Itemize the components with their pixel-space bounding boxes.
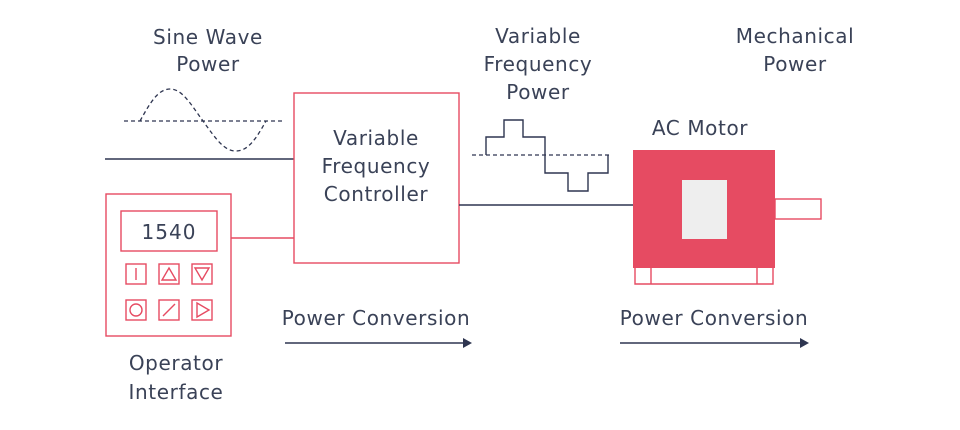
- up-arrow-button[interactable]: [158, 263, 180, 285]
- play-button[interactable]: [191, 299, 213, 321]
- vfp-label-line2: Frequency: [484, 52, 593, 76]
- arrowhead-right-icon: [800, 338, 809, 348]
- triangle-down-icon: [193, 267, 211, 282]
- mechanical-power-label-line1: Mechanical: [736, 24, 855, 48]
- controller-box: [293, 92, 460, 264]
- down-arrow-button[interactable]: [191, 263, 213, 285]
- operator-panel: [105, 193, 232, 337]
- power-conversion-label-left: Power Conversion: [282, 306, 471, 330]
- power-conversion-label-right: Power Conversion: [620, 306, 809, 330]
- pwm-waveform: [485, 119, 609, 192]
- ac-motor-shaft: [774, 198, 822, 220]
- circle-icon: [129, 303, 143, 317]
- operator-interface-label-line2: Interface: [129, 380, 224, 404]
- sine-wave-label-line2: Power: [176, 52, 240, 76]
- triangle-up-icon: [160, 266, 178, 281]
- run-button[interactable]: [125, 263, 147, 285]
- operator-display-value: 1540: [142, 220, 197, 244]
- triangle-right-icon: [196, 301, 211, 319]
- vfp-label-line3: Power: [506, 80, 570, 104]
- ac-motor-base: [634, 268, 774, 285]
- mechanical-power-label-line2: Power: [763, 52, 827, 76]
- arrowhead-left-icon: [463, 338, 472, 348]
- operator-display: [120, 210, 218, 252]
- slash-icon: [162, 303, 176, 317]
- ac-motor-window: [682, 180, 727, 239]
- controller-label-line1: Variable: [333, 126, 419, 150]
- slash-button[interactable]: [158, 299, 180, 321]
- controller-label-line3: Controller: [324, 182, 429, 206]
- vfp-label-line1: Variable: [495, 24, 581, 48]
- ac-motor-label: AC Motor: [652, 116, 748, 140]
- operator-interface-label-line1: Operator: [129, 351, 223, 375]
- stop-button[interactable]: [125, 299, 147, 321]
- sine-wave-curve: [139, 88, 267, 152]
- controller-label-line2: Frequency: [322, 154, 431, 178]
- sine-wave-label-line1: Sine Wave: [153, 25, 263, 49]
